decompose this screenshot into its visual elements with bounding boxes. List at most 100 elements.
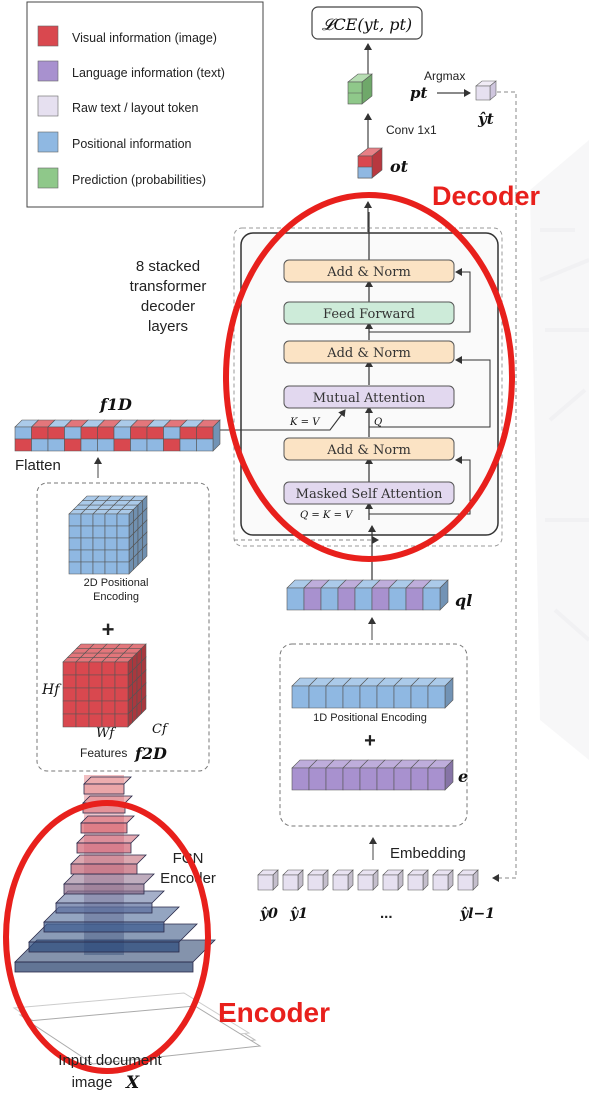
cube-front [116,537,130,551]
legend-item-language: Language information (text) [37,60,225,82]
cube-front [196,438,214,452]
cube-front [393,767,412,791]
cube-front [101,661,116,676]
cube-front [303,587,322,611]
svg-text:Embedding: Embedding [390,845,466,862]
cube-front [68,537,82,551]
svg-text:Add & Norm: Add & Norm [326,443,411,458]
svg-text:Feed Forward: Feed Forward [323,307,415,322]
svg-text:ŷt: ŷt [477,110,494,128]
encoder-layer [70,854,147,865]
encoder-layer [80,815,135,824]
cube-front [68,549,82,563]
legend-item-raw-token: Raw text / layout token [37,95,199,117]
prediction-vector [347,73,373,105]
cube-front [146,426,164,440]
cube-front [286,587,305,611]
svg-text:pt: pt [410,84,427,102]
cube-front [457,874,474,891]
cube-front [14,426,32,440]
svg-text:ŷl−1: ŷl−1 [459,905,495,922]
cube-front [163,426,181,440]
encoder-layer-front [43,921,165,933]
cube-front [407,874,424,891]
cube-front [116,549,130,563]
svg-text:decoder: decoder [141,298,195,315]
cube-front [405,587,424,611]
cube-front [64,438,82,452]
svg-text:2D Positional: 2D Positional [84,577,149,589]
cube-front [422,587,441,611]
cube-front [257,874,274,891]
svg-text:𝓛CE(yt, pt): 𝓛CE(yt, pt) [322,15,412,34]
cube-front [130,426,148,440]
cube-front [14,438,32,452]
cube-front [114,713,129,728]
cube-side [141,695,147,715]
cube-front [92,525,106,539]
cube-front [410,767,429,791]
encoder-layer [63,873,155,885]
cube-icon [37,167,59,189]
encoder-layer-front [70,863,138,875]
cube-front [179,426,197,440]
cube-front [427,685,446,709]
cube-front [68,525,82,539]
cube-front [68,513,82,527]
cube-front [97,438,115,452]
fcn-encoder-tower [14,775,216,973]
cube-front [75,700,90,715]
cube-front [80,525,94,539]
svg-text:Q: Q [374,417,382,428]
cube-front [104,549,118,563]
svg-text:...: ... [380,905,393,922]
legend: Visual information (image) Language info… [26,1,264,208]
cube-front [101,674,116,689]
cube-front [47,426,65,440]
cube-front [282,874,299,891]
masked-self-attention-block: Masked Self Attention [283,481,455,505]
cube-front [325,685,344,709]
cube-front [62,687,77,702]
svg-text:Flatten: Flatten [15,457,61,474]
cube-front [427,767,446,791]
add-norm-bottom: Add & Norm [283,437,455,461]
svg-text:X: X [125,1073,140,1093]
cube-front [393,685,412,709]
cube-front [31,438,49,452]
svg-text:Features: Features [80,746,127,760]
decoder-stack-shadow [233,227,503,547]
mutual-attention-block: Mutual Attention [283,385,455,409]
legend-item-visual: Visual information (image) [37,25,217,47]
cube-front [75,687,90,702]
cube-front [410,685,429,709]
svg-text:e: e [458,767,468,786]
cube-front [80,426,98,440]
cube-front [114,674,129,689]
cube-front [308,685,327,709]
svg-text:Conv 1x1: Conv 1x1 [386,123,437,137]
positional-encoding-1d [291,677,454,709]
svg-text:Wf: Wf [96,726,116,741]
cube-front [92,549,106,563]
encoder-highlight-ring [3,800,211,1074]
cube-front [92,513,106,527]
ql-vector [286,579,449,611]
cube-icon [37,25,59,47]
background-pattern [530,140,589,760]
legend-label: Language information (text) [72,66,225,80]
svg-text:Input document: Input document [58,1052,162,1069]
cube-front [114,661,129,676]
svg-text:image: image [72,1074,113,1091]
decoder-label: Decoder [432,181,541,211]
cube-front [80,549,94,563]
svg-text:ŷ1: ŷ1 [289,905,308,922]
cube-front [62,713,77,728]
output-token [475,80,497,101]
cube-front [114,700,129,715]
cube-front [47,438,65,452]
cube-front [80,513,94,527]
cube-front [196,426,214,440]
svg-text:ql: ql [455,591,472,610]
legend-item-positional: Positional information [37,131,192,153]
